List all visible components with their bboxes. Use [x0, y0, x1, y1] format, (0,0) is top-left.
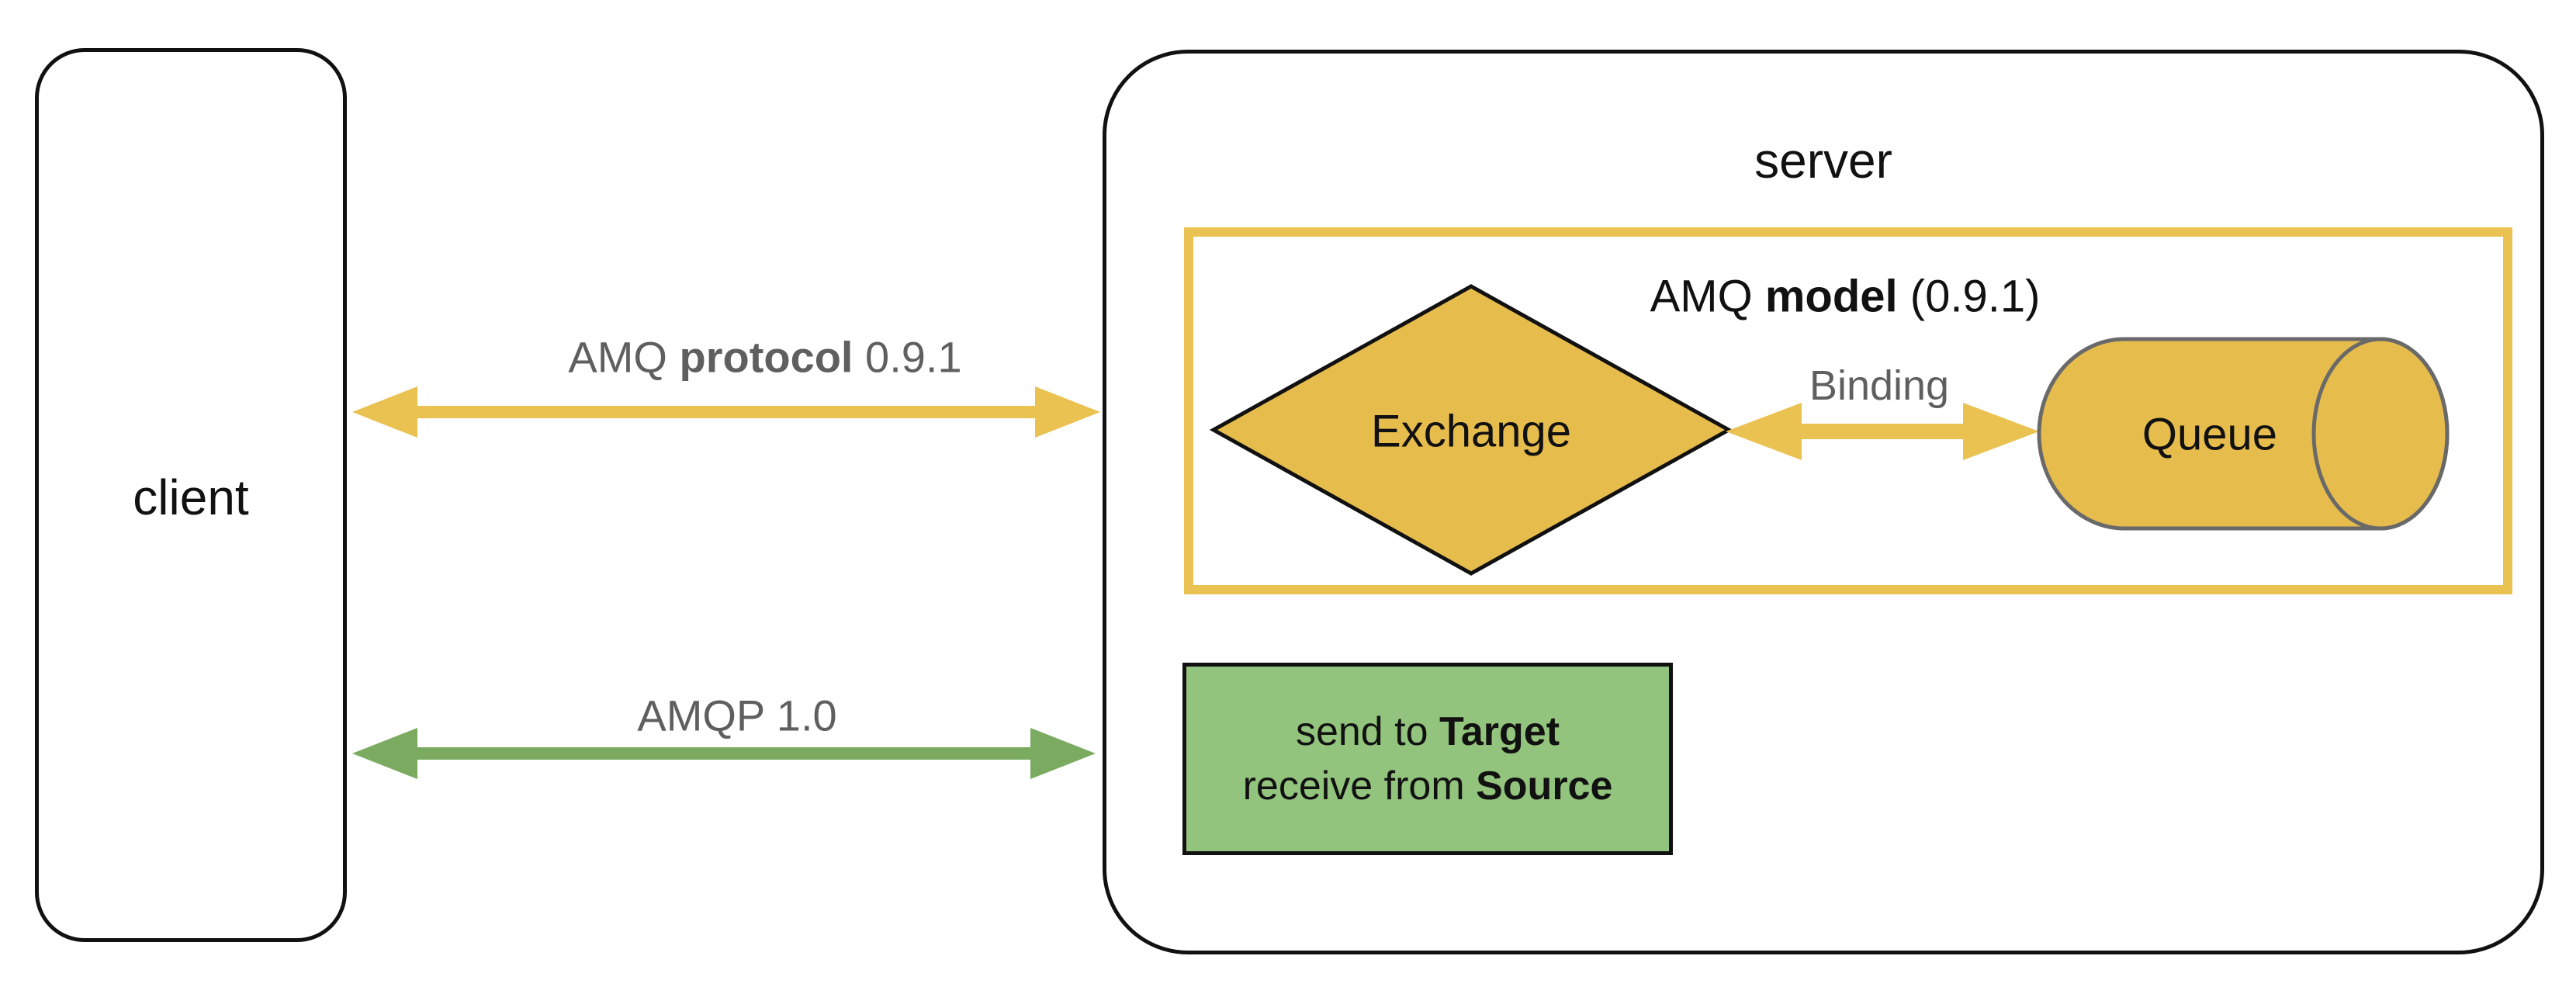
- queue-cylinder-icon: [2037, 337, 2450, 531]
- amq-model-title-bold: model: [1764, 271, 1898, 322]
- queue-label: Queue: [2141, 409, 2278, 460]
- amq-protocol-label-bold: protocol: [679, 332, 853, 382]
- amq-protocol-label-prefix: AMQ: [568, 332, 680, 382]
- client-label: client: [133, 469, 249, 525]
- amqp-semantics-line1-bold: Target: [1439, 709, 1560, 754]
- amq-model-title-prefix: AMQ: [1650, 271, 1765, 322]
- amq-model-title: AMQ model (0.9.1): [1650, 271, 2041, 323]
- amqp-semantics-line2-bold: Source: [1476, 764, 1613, 809]
- amqp-semantics-line1: send to Target: [1296, 705, 1560, 759]
- amq-model-title-suffix: (0.9.1): [1897, 271, 2041, 322]
- amq-protocol-double-arrow-icon: [352, 386, 1100, 438]
- amqp-semantics-line1-text: send to: [1295, 709, 1439, 754]
- binding-double-arrow-icon: [1726, 403, 2039, 460]
- exchange-label: Exchange: [1371, 406, 1571, 457]
- amqp-semantics-box: send to Target receive from Source: [1182, 663, 1673, 855]
- server-label: server: [1754, 133, 1892, 189]
- amqp10-double-arrow-icon: [352, 728, 1096, 779]
- amqp-semantics-line2-text: receive from: [1242, 764, 1477, 809]
- binding-label: Binding: [1809, 362, 1950, 409]
- exchange-diamond-icon: [1209, 284, 1733, 576]
- amq-protocol-label: AMQ protocol 0.9.1: [568, 332, 961, 383]
- amqp10-label: AMQP 1.0: [637, 691, 837, 740]
- amqp-semantics-line2: receive from Source: [1243, 759, 1613, 813]
- amq-protocol-label-suffix: 0.9.1: [853, 332, 962, 382]
- client-box: [35, 48, 347, 942]
